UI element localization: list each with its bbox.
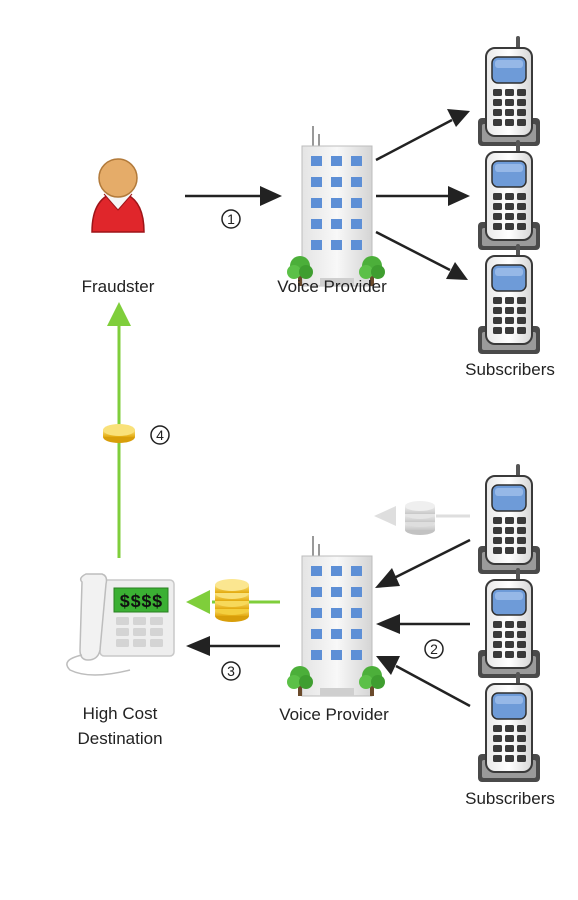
step-3-number: 3	[227, 663, 235, 679]
subscriber-phone-icon	[477, 139, 541, 251]
arrow-subscriber-to-provider-3	[376, 656, 471, 708]
subscriber-phone-icon	[477, 35, 541, 147]
step-2-number: 2	[430, 641, 438, 657]
coin-stack-icon	[215, 579, 249, 622]
voice-provider-bottom-label: Voice Provider	[279, 705, 389, 724]
arrow-provider-to-subscriber-3	[375, 230, 468, 280]
arrow-subscriber-to-provider-1	[375, 538, 471, 588]
arrow-step-1	[185, 186, 282, 206]
coin-icon	[103, 424, 135, 443]
fraudster-icon	[91, 158, 145, 233]
subscribers-top-label: Subscribers	[465, 360, 555, 379]
arrow-step-3	[186, 636, 280, 656]
step-3-badge: 3	[221, 661, 241, 681]
subscriber-phone-icon	[477, 567, 541, 679]
arrow-subscriber-to-provider-2	[376, 614, 470, 634]
high-cost-label-line-1: High Cost	[83, 704, 158, 723]
subscriber-phone-icon	[477, 671, 541, 783]
step-1-number: 1	[227, 211, 235, 227]
premium-display-text: $$$$	[119, 593, 162, 613]
subscriber-phone-icon	[477, 243, 541, 355]
faded-payment-arrow	[374, 506, 470, 526]
step-1-badge: 1	[221, 209, 241, 229]
subscriber-phone-icon	[477, 463, 541, 575]
voice-provider-top-label: Voice Provider	[277, 277, 387, 296]
step-4-number: 4	[156, 427, 164, 443]
premium-rate-phone-icon: $$$$	[66, 573, 175, 676]
arrow-provider-to-subscriber-1	[375, 109, 470, 162]
fraudster-label: Fraudster	[82, 277, 155, 296]
voice-provider-building-icon	[286, 125, 386, 287]
subscribers-bottom-label: Subscribers	[465, 789, 555, 808]
step-2-badge: 2	[424, 639, 444, 659]
faded-coin-stack-icon	[405, 501, 435, 535]
voice-provider-building-icon	[286, 535, 386, 697]
arrow-provider-to-subscriber-2	[376, 186, 470, 206]
step-4-badge: 4	[150, 425, 170, 445]
high-cost-label-line-2: Destination	[77, 729, 162, 748]
